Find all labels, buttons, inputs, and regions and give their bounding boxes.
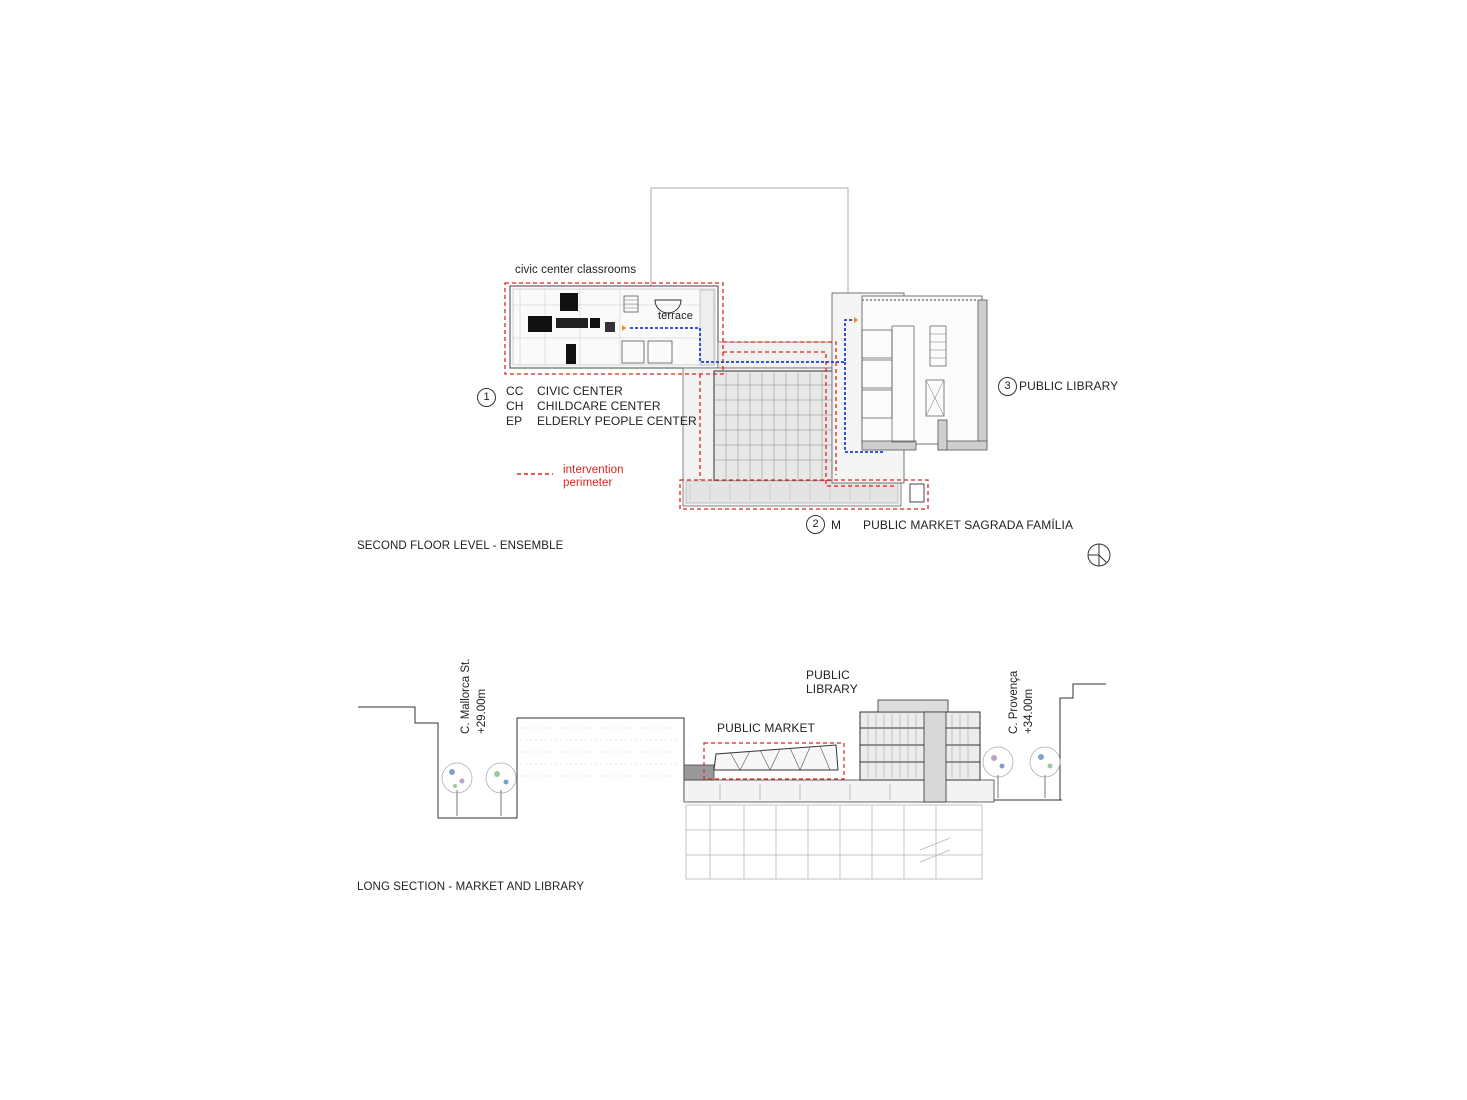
floor-plan xyxy=(504,187,1111,567)
market-roof xyxy=(713,744,839,771)
legend-name: CHILDCARE CENTER xyxy=(537,399,661,413)
ground-floor-band xyxy=(683,779,995,803)
civic-number-badge: 1 xyxy=(477,388,496,407)
market-code: M xyxy=(831,518,842,532)
tree-icon xyxy=(1029,746,1061,798)
terrain-line xyxy=(358,683,1106,819)
arrow-icon xyxy=(622,325,626,331)
section-market-label: PUBLIC MARKET xyxy=(717,721,815,735)
section-library-label: PUBLIC xyxy=(806,668,850,682)
legend-name: ELDERLY PEOPLE CENTER xyxy=(537,414,697,428)
legend-code: EP xyxy=(506,414,523,428)
street-right-label: C. Provença xyxy=(1008,670,1020,734)
arrow-icon xyxy=(854,317,858,323)
terrace-label: terrace xyxy=(658,310,693,322)
corridor xyxy=(717,341,839,369)
tree-icon xyxy=(485,762,517,816)
library-volume xyxy=(859,699,981,803)
circulation-path xyxy=(630,319,884,453)
street-left-level: +29.00m xyxy=(476,688,488,734)
basement-levels xyxy=(685,804,983,880)
tree-icon xyxy=(982,746,1014,798)
long-section xyxy=(358,683,1106,880)
market-number-badge: 2 xyxy=(806,515,825,534)
street-left-label: C. Mallorca St. xyxy=(460,658,472,734)
tree-icon xyxy=(441,762,473,816)
legend-code: CH xyxy=(506,399,524,413)
street-right-level: +34.00m xyxy=(1023,688,1035,734)
perimeter-legend-label: intervention xyxy=(563,464,624,476)
market-perimeter xyxy=(703,742,845,780)
market-label: PUBLIC MARKET SAGRADA FAMÍLIA xyxy=(863,518,1074,532)
classrooms-label: civic center classrooms xyxy=(515,264,637,276)
section-title: LONG SECTION - MARKET AND LIBRARY xyxy=(357,881,585,893)
section-library-label: LIBRARY xyxy=(806,682,858,696)
plan-title: SECOND FLOOR LEVEL - ENSEMBLE xyxy=(357,540,564,552)
library-number-badge: 3 xyxy=(998,377,1017,396)
civic-center-block xyxy=(509,285,719,369)
intervention-perimeter xyxy=(504,282,929,510)
perimeter-legend-label: perimeter xyxy=(563,477,613,489)
legend-name: CIVIC CENTER xyxy=(537,384,623,398)
library-label: PUBLIC LIBRARY xyxy=(1019,379,1119,393)
legend-code: CC xyxy=(506,384,524,398)
north-arrow-icon xyxy=(1087,543,1111,567)
